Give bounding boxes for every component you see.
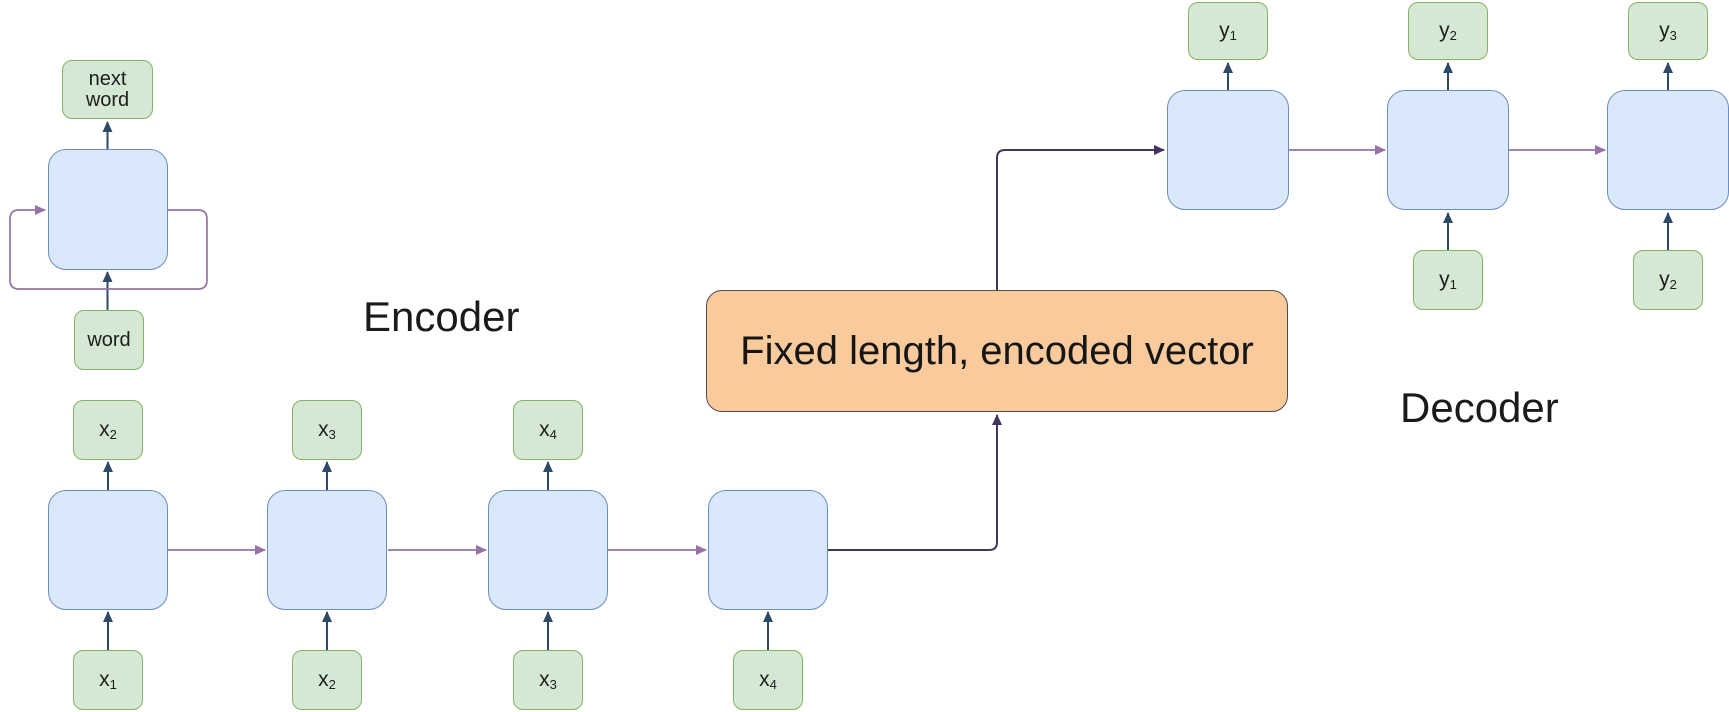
decoder-output-box-3: y3 (1628, 2, 1708, 60)
encoder-input-label-3: x3 (539, 667, 557, 692)
fixed-vector-box: Fixed length, encoded vector (706, 290, 1288, 412)
arrow-vector-to-dec1 (996, 145, 1165, 290)
unit-output-box: next word (62, 60, 153, 119)
decoder-output-label-1: y1 (1219, 18, 1237, 43)
encoder-cell-2 (267, 490, 387, 610)
encoder-cell-3 (488, 490, 608, 610)
encoder-output-box-1: x2 (73, 400, 143, 460)
encoder-label: Encoder (363, 293, 520, 340)
encoder-input-label-1: x1 (99, 667, 117, 692)
decoder-label: Decoder (1400, 384, 1559, 431)
decoder-input-label-3: y2 (1659, 267, 1677, 292)
unit-rnn-cell (48, 149, 168, 270)
decoder-cell-1 (1167, 90, 1289, 210)
encoder-output-box-2: x3 (292, 400, 362, 460)
encoder-output-label-3: x4 (539, 417, 557, 442)
encoder-input-box-4: x4 (733, 650, 803, 710)
unit-input-label: word (87, 328, 131, 351)
decoder-input-box-3: y2 (1633, 250, 1703, 310)
fixed-vector-label: Fixed length, encoded vector (740, 328, 1254, 373)
encoder-input-box-2: x2 (292, 650, 362, 710)
encoder-output-label-1: x2 (99, 417, 117, 442)
decoder-input-label-2: y1 (1439, 267, 1457, 292)
encoder-cell-1 (48, 490, 168, 610)
encoder-input-box-3: x3 (513, 650, 583, 710)
arrow-enc4-to-vector (828, 414, 1002, 551)
decoder-cell-2 (1387, 90, 1509, 210)
encoder-output-box-3: x4 (513, 400, 583, 460)
unit-input-box: word (74, 310, 144, 370)
encoder-cell-4 (708, 490, 828, 610)
decoder-output-label-3: y3 (1659, 18, 1677, 43)
encoder-input-box-1: x1 (73, 650, 143, 710)
decoder-cell-3 (1607, 90, 1729, 210)
decoder-input-box-2: y1 (1413, 250, 1483, 310)
encoder-output-label-2: x3 (318, 417, 336, 442)
unit-output-label: next word (85, 67, 130, 111)
decoder-output-label-2: y2 (1439, 18, 1457, 43)
decoder-output-box-1: y1 (1188, 2, 1268, 60)
encoder-input-label-2: x2 (318, 667, 336, 692)
decoder-output-box-2: y2 (1408, 2, 1488, 60)
encoder-input-label-4: x4 (759, 667, 777, 692)
